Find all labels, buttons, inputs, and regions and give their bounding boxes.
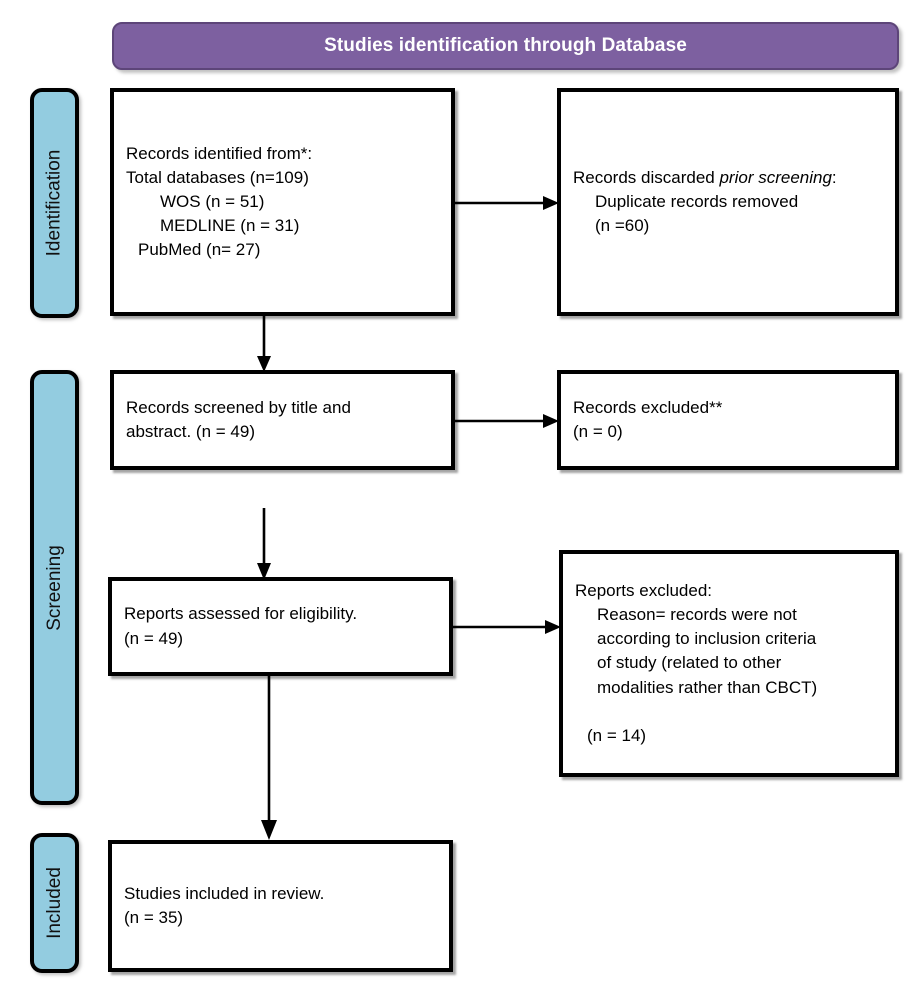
reports-excluded-reason-l4: modalities rather than CBCT) (597, 677, 818, 697)
stage-tab-included-label: Included (43, 867, 65, 939)
connector-assessed-to-included (259, 676, 279, 840)
connector-screened-to-assessed (254, 508, 274, 580)
records-identified-pubmed: PubMed (n= 27) (138, 240, 261, 260)
connector-assessed-to-reports-excluded (453, 617, 561, 637)
box-reports-excluded-text: Reports excluded: Reason= records were n… (563, 579, 895, 748)
reports-excluded-reason-l1: Reason= records were not (597, 605, 797, 625)
stage-tab-identification: Identification (30, 88, 79, 318)
records-screened-line1: Records screened by title and (126, 397, 351, 417)
banner-title: Studies identification through Database (324, 35, 687, 56)
records-identified-medline: MEDLINE (n = 31) (160, 216, 300, 236)
box-records-discarded: Records discarded prior screening: Dupli… (557, 88, 899, 316)
records-excluded-line2: (n = 0) (573, 422, 623, 441)
reports-assessed-line2: (n = 49) (124, 628, 184, 648)
stage-tab-screening-label: Screening (43, 544, 65, 631)
records-identified-heading: Records identified from*: (126, 143, 313, 163)
box-records-screened: Records screened by title and abstract. … (110, 370, 455, 470)
reports-assessed-line1: Reports assessed for eligibility. (124, 604, 358, 624)
records-discarded-lead: Records discarded (573, 167, 720, 187)
box-reports-assessed-text: Reports assessed for eligibility. (n = 4… (112, 602, 449, 650)
box-studies-included-text: Studies included in review. (n = 35) (112, 882, 449, 930)
box-records-identified: Records identified from*: Total database… (110, 88, 455, 316)
box-records-excluded-text: Records excluded** (n = 0) (561, 396, 895, 444)
connector-identified-to-discarded (455, 193, 559, 213)
records-excluded-line1: Records excluded** (573, 397, 723, 417)
studies-included-line1: Studies included in review. (124, 883, 325, 903)
box-reports-excluded: Reports excluded: Reason= records were n… (559, 550, 899, 777)
records-discarded-count: (n =60) (595, 216, 650, 236)
reports-excluded-reason-l2: according to inclusion criteria (597, 629, 817, 649)
box-records-discarded-text: Records discarded prior screening: Dupli… (561, 166, 895, 238)
records-discarded-emphasis: prior screening (719, 167, 832, 187)
box-reports-assessed: Reports assessed for eligibility. (n = 4… (108, 577, 453, 676)
records-screened-line2: abstract. (n = 49) (126, 422, 255, 441)
connector-screened-to-excluded (455, 411, 559, 431)
connector-identified-to-screened (254, 316, 274, 372)
box-records-excluded: Records excluded** (n = 0) (557, 370, 899, 470)
box-records-identified-text: Records identified from*: Total database… (114, 142, 451, 263)
studies-included-line2: (n = 35) (124, 908, 184, 927)
records-discarded-duplicate: Duplicate records removed (595, 191, 799, 211)
records-identified-wos: WOS (n = 51) (160, 191, 265, 211)
records-discarded-lead-end: : (831, 167, 837, 187)
reports-excluded-count: (n = 14) (587, 725, 647, 745)
banner-studies-identification: Studies identification through Database (112, 22, 899, 70)
box-studies-included: Studies included in review. (n = 35) (108, 840, 453, 972)
stage-tab-identification-label: Identification (43, 149, 65, 257)
reports-excluded-reason-l3: of study (related to other (597, 653, 782, 673)
stage-tab-included: Included (30, 833, 79, 973)
reports-excluded-heading: Reports excluded: (575, 581, 713, 601)
box-records-screened-text: Records screened by title and abstract. … (114, 396, 451, 444)
records-identified-total: Total databases (n=109) (126, 167, 309, 187)
stage-tab-screening: Screening (30, 370, 79, 805)
